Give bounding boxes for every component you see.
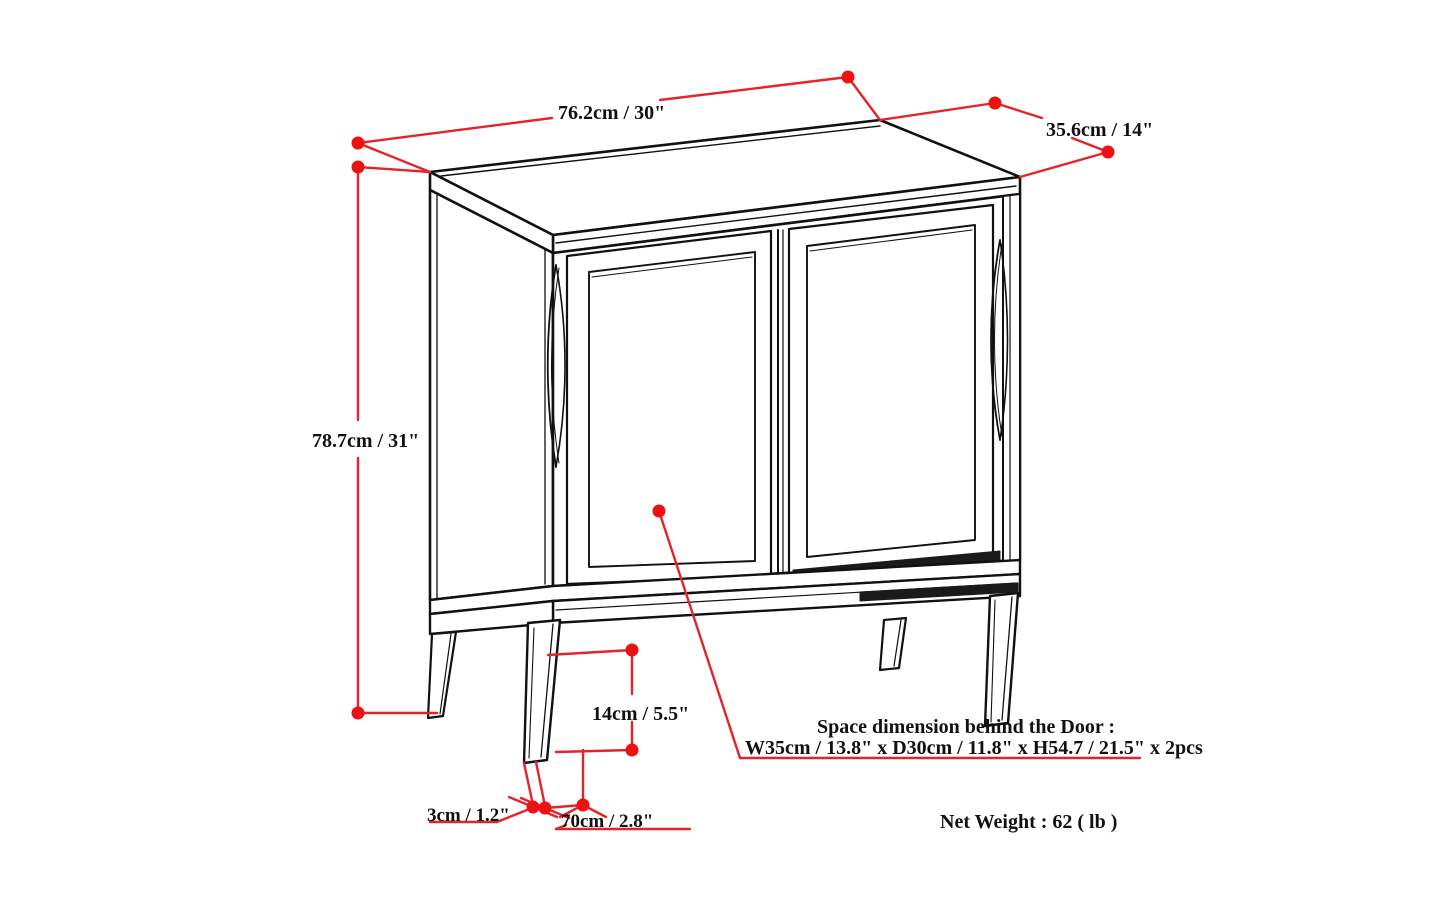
dot-width-start — [351, 136, 365, 150]
net-weight-label: Net Weight : 62 ( lb ) — [940, 811, 1117, 833]
leg-front-right — [983, 591, 1020, 728]
width-dimension-label: 76.2cm / 30" — [558, 102, 665, 124]
height-dimension-line — [356, 165, 439, 715]
cabinet-right-side-edge — [1002, 193, 1021, 563]
interior-space-note-line1: Space dimension behind the Door : — [817, 716, 1115, 738]
leg-rear-right — [878, 616, 908, 672]
right-door-handle-icon[interactable] — [990, 239, 1009, 441]
dimension-endpoint-dots — [351, 70, 1115, 815]
dot-leg-height-top — [625, 643, 639, 657]
left-door-handle-icon[interactable] — [546, 264, 566, 468]
interior-space-leader-line — [657, 509, 1142, 760]
dot-leg-thickness-right — [538, 801, 552, 815]
dot-leg-thickness-left — [526, 800, 540, 814]
leg-depth-dimension-label: 70cm / 2.8" — [561, 811, 653, 832]
cabinet-top-surface — [428, 118, 1022, 255]
cabinet-left-side-panel — [428, 188, 555, 602]
depth-dimension-label: 35.6cm / 14" — [1046, 119, 1153, 141]
leg-height-dimension-line — [546, 648, 634, 754]
door-center-stile — [777, 229, 784, 576]
cabinet-right-door[interactable] — [787, 203, 995, 576]
dimension-annotations — [356, 75, 1142, 831]
cabinet-left-door[interactable] — [565, 229, 773, 586]
leg-thickness-dimension-label: 3cm / 1.2" — [427, 805, 510, 826]
height-dimension-label: 78.7cm / 31" — [312, 430, 419, 452]
dot-interior-space-leader — [652, 504, 666, 518]
dot-depth-end — [1101, 145, 1115, 159]
leg-front-left — [522, 618, 562, 765]
dot-leg-depth — [576, 798, 590, 812]
cabinet-illustration — [426, 118, 1022, 765]
leg-rear-left — [426, 630, 458, 720]
dot-leg-height-bottom — [625, 743, 639, 757]
dot-width-end — [841, 70, 855, 84]
leg-depth-dimension-line — [543, 748, 692, 831]
leg-height-dimension-label: 14cm / 5.5" — [592, 703, 689, 725]
width-dimension-line — [356, 75, 882, 174]
dot-depth-start — [988, 96, 1002, 110]
dot-height-bottom — [351, 706, 365, 720]
cabinet-base-plinth — [428, 558, 1022, 636]
dot-height-top — [351, 160, 365, 174]
interior-space-note-line2: W35cm / 13.8" x D30cm / 11.8" x H54.7 / … — [745, 737, 1203, 759]
